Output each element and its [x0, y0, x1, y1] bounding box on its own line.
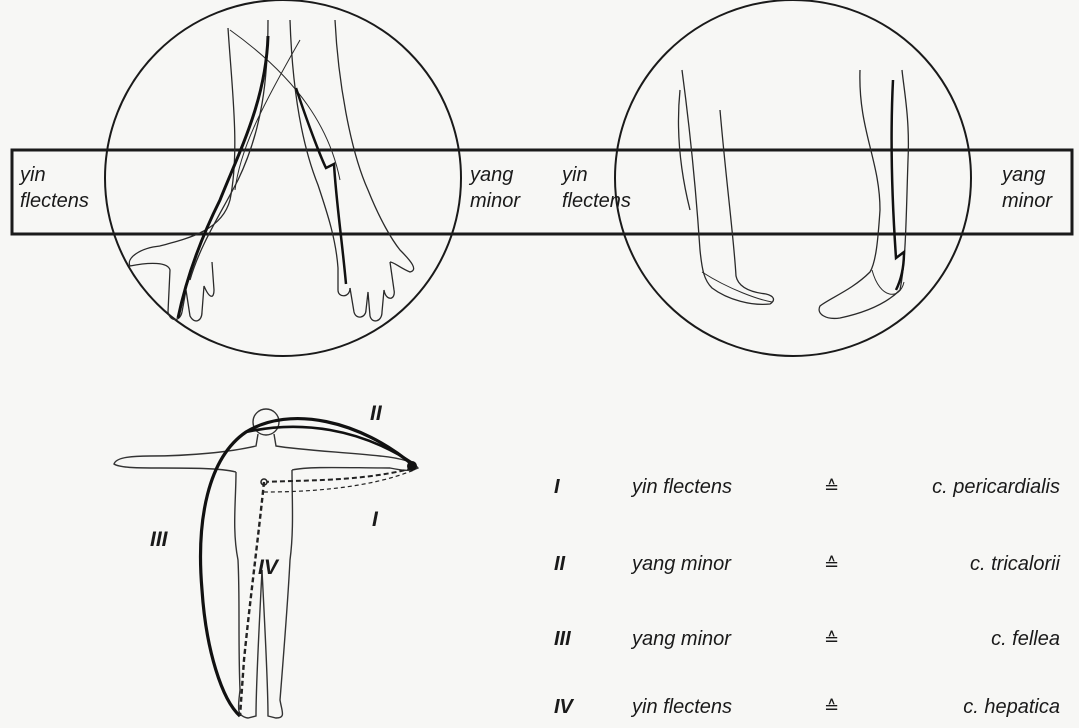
legend-channel: c. hepatica	[963, 692, 1060, 722]
band-label-line: yin	[20, 162, 89, 188]
leg-channel	[892, 80, 904, 290]
channel-iii	[201, 419, 414, 716]
band-label-line: minor	[1002, 188, 1052, 214]
legend-row: II yang minor ≙ c. tricalorii	[540, 549, 1060, 579]
arms-circle	[105, 0, 461, 356]
legend-channel: c. pericardialis	[932, 472, 1060, 502]
channel-ii	[246, 427, 414, 464]
band-label-line: yin	[562, 162, 631, 188]
channel-i	[264, 468, 414, 482]
legend-row: I yin flectens ≙ c. pericardialis	[540, 472, 1060, 502]
legend-number: III	[554, 624, 571, 654]
legend-row: IV yin flectens ≙ c. hepatica	[540, 692, 1060, 722]
figure-label-iv: IV	[258, 556, 278, 580]
arm-channel-right	[296, 88, 346, 284]
band-label-line: flectens	[20, 188, 89, 214]
band-label-legs-right: yang minor	[1002, 162, 1052, 214]
legend-name: yang minor	[632, 549, 731, 579]
legend-channel: c. fellea	[991, 624, 1060, 654]
figure-label-i: I	[372, 508, 378, 532]
legend-number: I	[554, 472, 560, 502]
legend-name: yin flectens	[632, 692, 732, 722]
legs-circle	[615, 0, 971, 356]
figure-label-ii: II	[370, 402, 382, 426]
band-label-line: flectens	[562, 188, 631, 214]
band-label-line: yang	[470, 162, 520, 188]
correspondence-symbol: ≙	[824, 692, 839, 722]
correspondence-symbol: ≙	[824, 624, 839, 654]
figure-label-iii: III	[150, 528, 168, 552]
correspondence-symbol: ≙	[824, 472, 839, 502]
band-label-line: minor	[470, 188, 520, 214]
legend-name: yin flectens	[632, 472, 732, 502]
band-label-line: yang	[1002, 162, 1052, 188]
correspondence-symbol: ≙	[824, 549, 839, 579]
band-label-legs-left: yin flectens	[562, 162, 631, 214]
legs-drawing	[678, 70, 908, 318]
arms-drawing	[129, 20, 413, 321]
legend-channel: c. tricalorii	[970, 549, 1060, 579]
legend-number: II	[554, 549, 565, 579]
band-rectangle	[12, 150, 1072, 234]
legend-name: yang minor	[632, 624, 731, 654]
band-label-arms-left: yin flectens	[20, 162, 89, 214]
band-label-arms-right: yang minor	[470, 162, 520, 214]
legend-row: III yang minor ≙ c. fellea	[540, 624, 1060, 654]
legend-number: IV	[554, 692, 573, 722]
